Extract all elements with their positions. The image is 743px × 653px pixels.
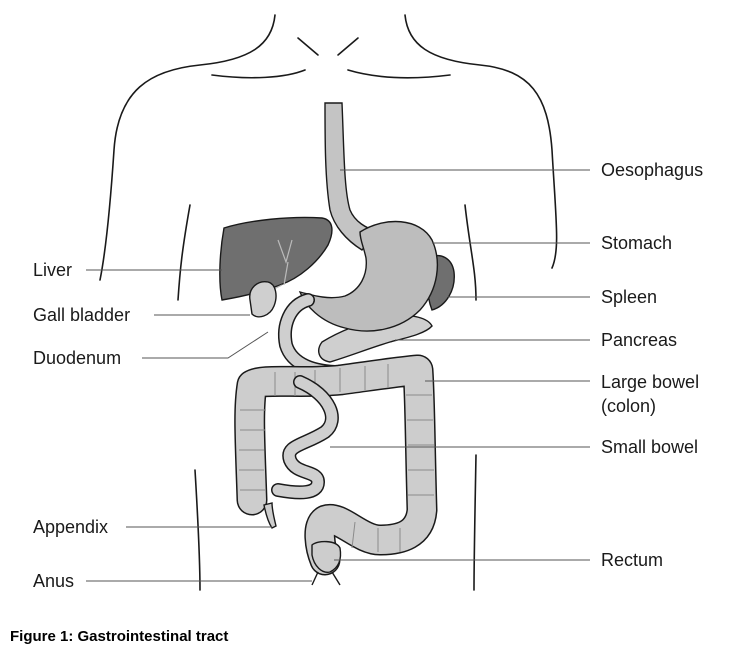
anus-shape <box>311 571 341 586</box>
small-bowel <box>271 375 339 500</box>
label-liver: Liver <box>33 260 73 280</box>
label-large-bowel-colon: (colon) <box>601 396 657 416</box>
label-stomach: Stomach <box>601 233 673 253</box>
body-outline <box>99 14 558 591</box>
leader-lines <box>86 169 590 582</box>
stomach-shape <box>298 220 439 332</box>
label-anus: Anus <box>33 571 75 591</box>
label-oesophagus: Oesophagus <box>601 160 704 180</box>
label-spleen: Spleen <box>601 287 658 307</box>
appendix-shape <box>263 502 277 529</box>
figure-caption: Figure 1: Gastrointestinal tract <box>10 628 229 645</box>
label-large-bowel: Large bowel <box>601 372 700 392</box>
gall-bladder-shape <box>249 281 277 318</box>
liver-shape <box>219 216 333 301</box>
label-gall-bladder: Gall bladder <box>33 305 131 325</box>
rectum-shape <box>311 540 342 573</box>
label-pancreas: Pancreas <box>601 330 678 350</box>
large-bowel <box>234 354 438 576</box>
label-rectum: Rectum <box>601 550 664 570</box>
label-duodenum: Duodenum <box>33 348 122 368</box>
label-small-bowel: Small bowel <box>601 437 699 457</box>
label-appendix: Appendix <box>33 517 109 537</box>
